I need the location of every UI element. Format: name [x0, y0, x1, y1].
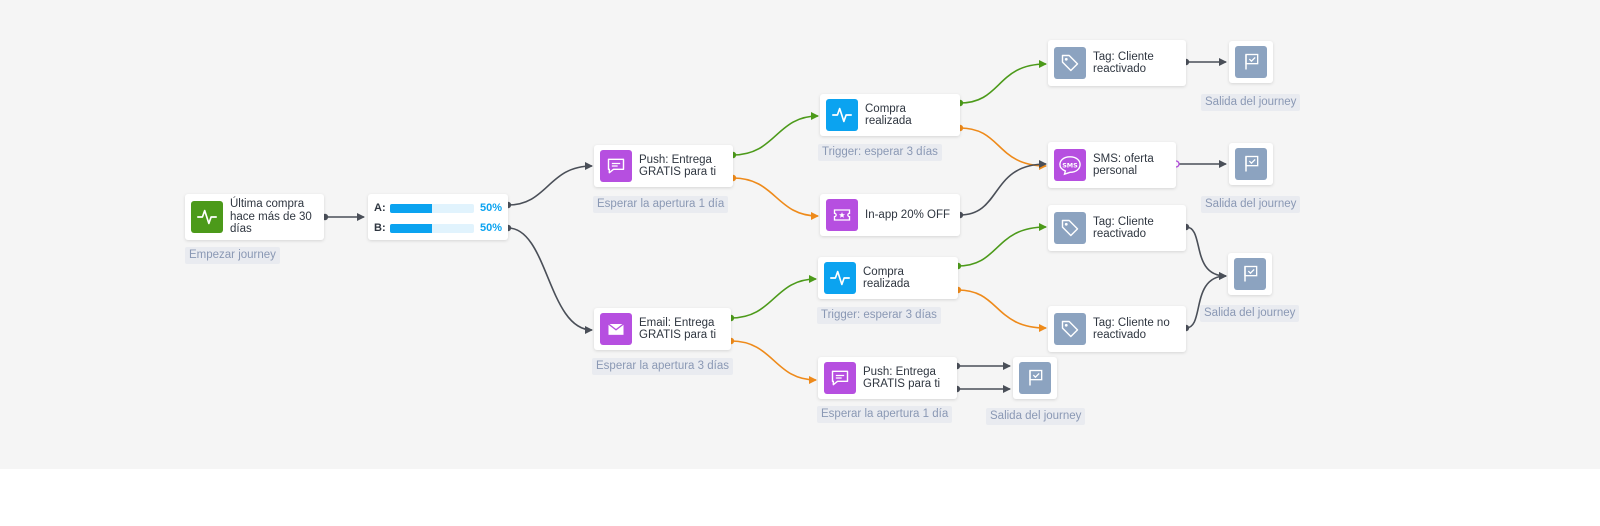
- split-b-fill: [390, 223, 432, 233]
- split-a-percent: 50%: [480, 202, 503, 214]
- purchase-trigger-node-2-caption: Trigger: esperar 3 días: [817, 307, 941, 324]
- split-b-track: [390, 223, 474, 233]
- wire-push-yes: [732, 112, 819, 156]
- tag-node-reactivated-2-label: Tag: Cliente reactivado: [1093, 215, 1154, 241]
- exit-node-4[interactable]: [1013, 357, 1057, 399]
- wire-tag2-to-exit: [1185, 226, 1227, 280]
- push-node-1[interactable]: Push: Entrega GRATIS para ti: [594, 145, 733, 187]
- wire-compra2-no: [957, 289, 1047, 332]
- push-node-2-label: Push: Entrega GRATIS para ti: [863, 365, 941, 391]
- chat-bubble-icon: [600, 150, 632, 182]
- push-node-2-caption: Esperar la apertura 1 día: [817, 406, 953, 423]
- split-b-letter: B:: [374, 222, 386, 234]
- start-node[interactable]: Última compra hace más de 30 días: [185, 194, 324, 240]
- purchase-trigger-node-2[interactable]: Compra realizada: [818, 257, 958, 299]
- split-b-row: B: 50%: [374, 222, 502, 234]
- exit-node-4-caption: Salida del journey: [986, 408, 1086, 425]
- split-b-percent: 50%: [480, 222, 503, 234]
- pulse-icon: [826, 99, 858, 131]
- email-node[interactable]: Email: Entrega GRATIS para ti: [594, 308, 731, 350]
- email-node-caption: Esperar la apertura 3 días: [592, 358, 733, 375]
- wire-email-yes: [730, 275, 817, 319]
- ticket-icon: [826, 199, 858, 231]
- split-a-fill: [390, 203, 432, 213]
- journey-canvas: Última compra hace más de 30 días Empeza…: [185, 40, 1301, 425]
- split-a-row: A: 50%: [374, 202, 502, 214]
- wire-push-no: [732, 177, 819, 220]
- flag-icon: [1235, 148, 1267, 180]
- envelope-icon: [600, 313, 632, 345]
- wire-email-no: [730, 340, 817, 384]
- wire-compra1-no: [959, 127, 1047, 170]
- start-node-label: Última compra hace más de 30 días: [230, 198, 312, 236]
- exit-node-1-caption: Salida del journey: [1201, 94, 1301, 111]
- purchase-trigger-node-1-label: Compra realizada: [865, 102, 912, 128]
- start-node-caption: Empezar journey: [185, 247, 280, 264]
- push-node-1-label: Push: Entrega GRATIS para ti: [639, 153, 717, 179]
- exit-node-2[interactable]: [1229, 143, 1273, 185]
- purchase-trigger-node-1-caption: Trigger: esperar 3 días: [818, 144, 942, 161]
- sms-icon-text: SMS: [1062, 161, 1078, 169]
- split-a-track: [390, 203, 474, 213]
- wire-split-b-to-email: [507, 227, 593, 334]
- purchase-trigger-node-2-label: Compra realizada: [863, 265, 910, 291]
- inapp-node[interactable]: In-app 20% OFF: [820, 194, 960, 236]
- tag-node-reactivated-1-label: Tag: Cliente reactivado: [1093, 50, 1154, 76]
- push-node-2[interactable]: Push: Entrega GRATIS para ti: [818, 357, 957, 399]
- sms-node-label: SMS: oferta personal: [1093, 152, 1154, 178]
- flag-icon: [1019, 362, 1051, 394]
- exit-node-2-caption: Salida del journey: [1201, 196, 1301, 213]
- push-node-1-caption: Esperar la apertura 1 día: [593, 196, 729, 213]
- inapp-node-label: In-app 20% OFF: [865, 208, 951, 221]
- pulse-icon: [824, 262, 856, 294]
- tag-icon: [1054, 212, 1086, 244]
- purchase-trigger-node-1[interactable]: Compra realizada: [820, 94, 960, 136]
- tag-node-reactivated-1[interactable]: Tag: Cliente reactivado: [1048, 40, 1186, 86]
- wire-split-a-to-push: [507, 162, 593, 206]
- sms-icon: SMS: [1054, 149, 1086, 181]
- tag-icon: [1054, 313, 1086, 345]
- exit-node-1[interactable]: [1229, 41, 1273, 83]
- sms-node[interactable]: SMS SMS: oferta personal: [1048, 142, 1176, 188]
- tag-icon: [1054, 47, 1086, 79]
- pulse-icon: [191, 201, 223, 233]
- tag-node-not-reactivated-label: Tag: Cliente no reactivado: [1093, 316, 1170, 342]
- chat-bubble-icon: [824, 362, 856, 394]
- wire-compra1-yes: [959, 60, 1047, 104]
- connection-layer: [321, 58, 1227, 393]
- flag-icon: [1234, 258, 1266, 290]
- tag-node-not-reactivated[interactable]: Tag: Cliente no reactivado: [1048, 306, 1186, 352]
- ab-split-node[interactable]: A: 50% B: 50%: [368, 194, 508, 240]
- exit-node-3[interactable]: [1228, 253, 1272, 295]
- wire-tag3-to-exit: [1185, 272, 1227, 329]
- wire-compra2-yes: [957, 223, 1047, 267]
- flag-icon: [1235, 46, 1267, 78]
- split-a-letter: A:: [374, 202, 386, 214]
- email-node-label: Email: Entrega GRATIS para ti: [639, 316, 717, 342]
- tag-node-reactivated-2[interactable]: Tag: Cliente reactivado: [1048, 205, 1186, 251]
- exit-node-3-caption: Salida del journey: [1200, 305, 1300, 322]
- wire-inapp-to-sms: [959, 160, 1047, 216]
